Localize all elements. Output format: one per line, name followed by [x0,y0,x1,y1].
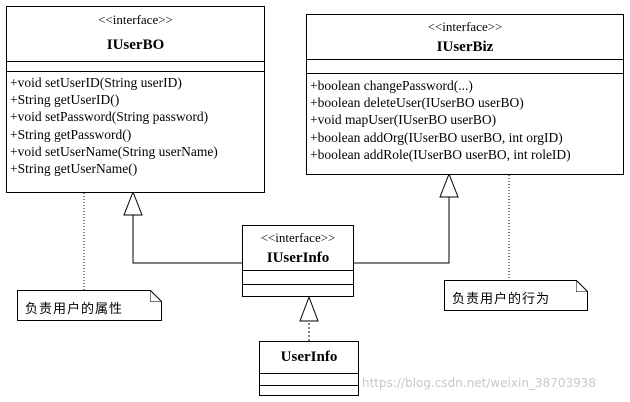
iuserbiz-op: +void mapUser(IUserBO userBO) [310,112,497,128]
iuserbo-op: +String getUserName() [10,161,138,177]
note-user-attributes-text: 负责用户的属性 [25,302,124,317]
iuserbo-op: +void setUserID(String userID) [10,75,182,90]
iuserbo-name: IUserBO [106,37,165,53]
iuserbo-op: +String getUserID() [10,92,120,108]
iuserinfo-operations-compartment [243,284,353,298]
realization-arrow [299,295,319,322]
iuserbiz-op: +boolean addRole(IUserBO userBO, int rol… [310,146,571,162]
iuserinfo-header: <<interface>> IUserInfo [243,226,353,270]
iuserbo-op: +String getPassword() [10,126,132,142]
iuserbo-interface-box: <<interface>> IUserBO +void setUserID(St… [6,6,265,193]
iuserbo-operations: +void setUserID(String userID) +String g… [7,71,264,177]
note-user-behavior: 负责用户的行为 [444,280,588,311]
generalization-line-iuserbo [132,215,242,264]
watermark: https://blog.csdn.net/weixin_38703938 [362,376,597,390]
iuserbiz-op: +boolean changePassword(...) [310,78,473,93]
userinfo-attributes-compartment [260,373,358,385]
iuserinfo-stereotype: <<interface>> [260,230,336,245]
iuserbo-attributes-compartment [7,61,264,71]
iuserbiz-op: +boolean addOrg(IUserBO userBO, int orgI… [310,129,563,145]
iuserbo-stereotype: <<interface>> [98,12,173,27]
note-user-behavior-text: 负责用户的行为 [452,292,551,307]
generalization-line-iuserbiz [354,197,450,264]
userinfo-operations-compartment [260,385,358,397]
iuserbiz-op: +boolean deleteUser(IUserBO userBO) [310,95,524,111]
note-fold-corner [150,290,162,302]
iuserinfo-attributes-compartment [243,270,353,284]
iuserbo-header: <<interface>> IUserBO [7,7,264,61]
iuserbo-op: +void setPassword(String password) [10,109,209,125]
iuserbiz-operations: +boolean changePassword(...) +boolean de… [307,73,623,163]
note-user-attributes: 负责用户的属性 [17,290,162,321]
userinfo-name: UserInfo [280,349,338,365]
iuserbiz-attributes-compartment [307,59,623,73]
iuserbiz-header: <<interface>> IUserBiz [307,15,623,59]
iuserbiz-interface-box: <<interface>> IUserBiz +boolean changePa… [306,14,624,175]
iuserinfo-interface-box: <<interface>> IUserInfo [242,225,354,297]
iuserbo-op: +void setUserName(String userName) [10,143,218,159]
iuserinfo-name: IUserInfo [266,250,330,266]
generalization-arrow-iuserbo [123,190,143,216]
note-fold-corner [576,280,588,292]
generalization-arrow-iuserbiz [439,172,459,198]
iuserbiz-name: IUserBiz [436,39,494,55]
iuserbiz-stereotype: <<interface>> [427,19,503,34]
userinfo-header: UserInfo [260,342,358,373]
userinfo-class-box: UserInfo [259,341,359,396]
